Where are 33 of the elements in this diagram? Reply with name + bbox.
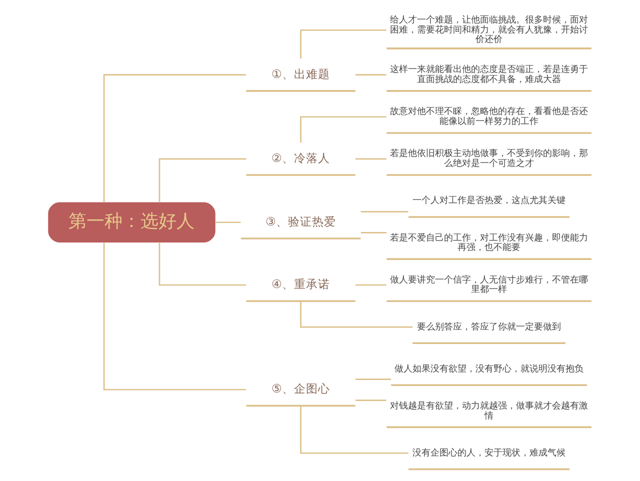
- node-text: ⑤、企图心: [272, 382, 330, 396]
- connector: [103, 242, 246, 390]
- node-text: 要么别答应，答应了你就一定要做到: [417, 322, 562, 332]
- node-box: 第一种：选好人: [48, 202, 216, 243]
- connector: [355, 158, 386, 160]
- node-text: 这样一来就能看出他的态度是否端正，若是连勇于直面挑战的态度都不具备，难成大器: [390, 65, 588, 85]
- node-text: ①、出难题: [272, 66, 330, 81]
- node-text: 给人才一个难题，让他面临挑战。很多时候，面对困难，需要花时间和精力，就会有人犹豫，开始讨价还价: [390, 16, 588, 46]
- connector: [158, 242, 246, 286]
- node-text: 对钱越是有欲望，动力就越强，做事就才会越有激情: [390, 401, 588, 422]
- node-text: 若是他依旧积极主动地做事，不受到你的影响，那么绝对是一个可造之才: [390, 149, 588, 170]
- connector: [360, 211, 408, 212]
- connector: [158, 158, 246, 203]
- node-text: 故意对他不理不睬，忽略他的存在，看看他是否还能像以前一样努力的工作: [390, 107, 588, 128]
- connector: [355, 378, 391, 380]
- connector: [355, 400, 386, 402]
- connector: [103, 74, 246, 202]
- connector: [355, 74, 386, 76]
- node-text: 没有企图心的人，安于现状，难成气候: [412, 448, 566, 458]
- node-text: 做人要讲究一个信字，人无信寸步难行，不管在哪里都一样: [390, 275, 588, 296]
- connector: [300, 116, 386, 143]
- connector: [215, 222, 241, 224]
- connector: [300, 29, 386, 59]
- node-text: 若是不爱自己的工作，对工作没有兴趣，即便能力再强，也不能要: [390, 233, 588, 254]
- node-text: 一个人对工作是否热爱，这点尤其关键: [412, 196, 566, 206]
- connector: [300, 406, 408, 454]
- connector: [360, 232, 387, 234]
- node-text: 做人如果没有欲望，没有野心，就说明没有抱负: [394, 364, 584, 374]
- node-text: ②、冷落人: [272, 150, 330, 165]
- connector: [300, 301, 412, 328]
- node-text: ④、重承诺: [272, 277, 330, 292]
- node-text: ③、验证热爱: [266, 214, 336, 228]
- connector: [355, 284, 386, 286]
